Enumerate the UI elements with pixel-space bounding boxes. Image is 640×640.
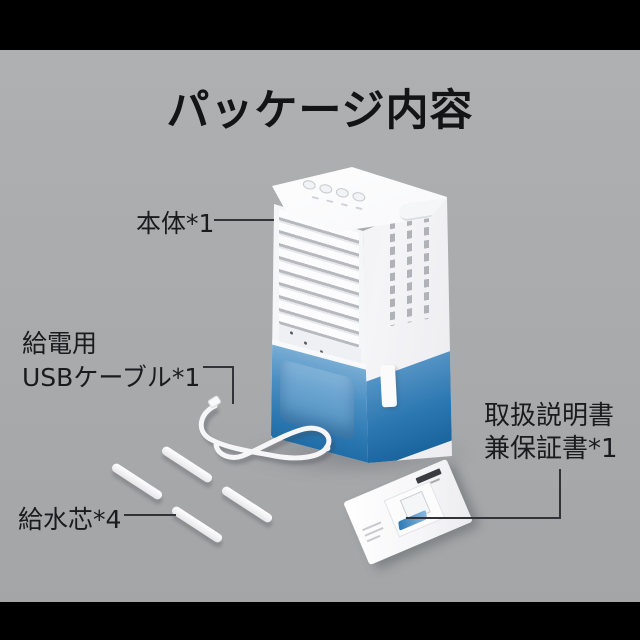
control-button-icon [351, 190, 367, 203]
water-wick [220, 484, 274, 525]
page-title: パッケージ内容 [166, 86, 474, 136]
air-cooler-main-unit [266, 165, 456, 465]
label-usb-cable-line2: USBケーブル*1 [22, 363, 201, 392]
label-usb-cable-line1: 給電用 [22, 329, 98, 358]
letterbox-bottom [0, 602, 640, 640]
fan-blade-specks [290, 331, 293, 335]
pointer-line-manual-v [559, 469, 561, 519]
label-manual-line1: 取扱説明書 [484, 401, 615, 431]
water-wick [110, 461, 164, 502]
pointer-line-usb-h [203, 366, 234, 368]
cable-end-tip [323, 444, 331, 452]
control-button-icon [318, 182, 334, 195]
tank-clip [379, 364, 398, 408]
vent-column [407, 204, 412, 324]
label-water-wick: 給水芯*4 [18, 505, 122, 534]
manual-text-line [366, 534, 381, 543]
control-mark [340, 203, 348, 207]
pointer-line-usb-v [232, 366, 234, 404]
letterbox-top [0, 0, 640, 50]
control-mark [355, 206, 363, 211]
cable-connector [207, 395, 221, 408]
usb-cable-image [198, 395, 335, 465]
label-manual-line2: 兼保証書*1 [484, 434, 618, 464]
control-button-icon [301, 179, 317, 191]
control-mark [326, 199, 334, 204]
pointer-line-manual-h [406, 517, 561, 519]
photo-stage: パッケージ内容 本体*1 給電用 USBケーブル*1 給水芯*4 取扱説明書 兼… [0, 50, 640, 602]
pointer-line-main-unit [214, 219, 274, 221]
control-mark [311, 196, 319, 200]
label-usb-cable: 給電用 USBケーブル*1 [22, 327, 200, 395]
label-main-unit: 本体*1 [136, 209, 215, 238]
water-wick [170, 504, 224, 545]
device-front-panel [271, 204, 369, 463]
pointer-line-wick [124, 514, 176, 516]
water-tank-side [365, 349, 452, 463]
label-manual: 取扱説明書 兼保証書*1 [484, 400, 618, 466]
device-side-panel [363, 197, 452, 463]
control-button-icon [334, 186, 350, 199]
vent-column [390, 207, 395, 327]
control-buttons [301, 179, 367, 203]
manual-product-image [383, 481, 446, 538]
